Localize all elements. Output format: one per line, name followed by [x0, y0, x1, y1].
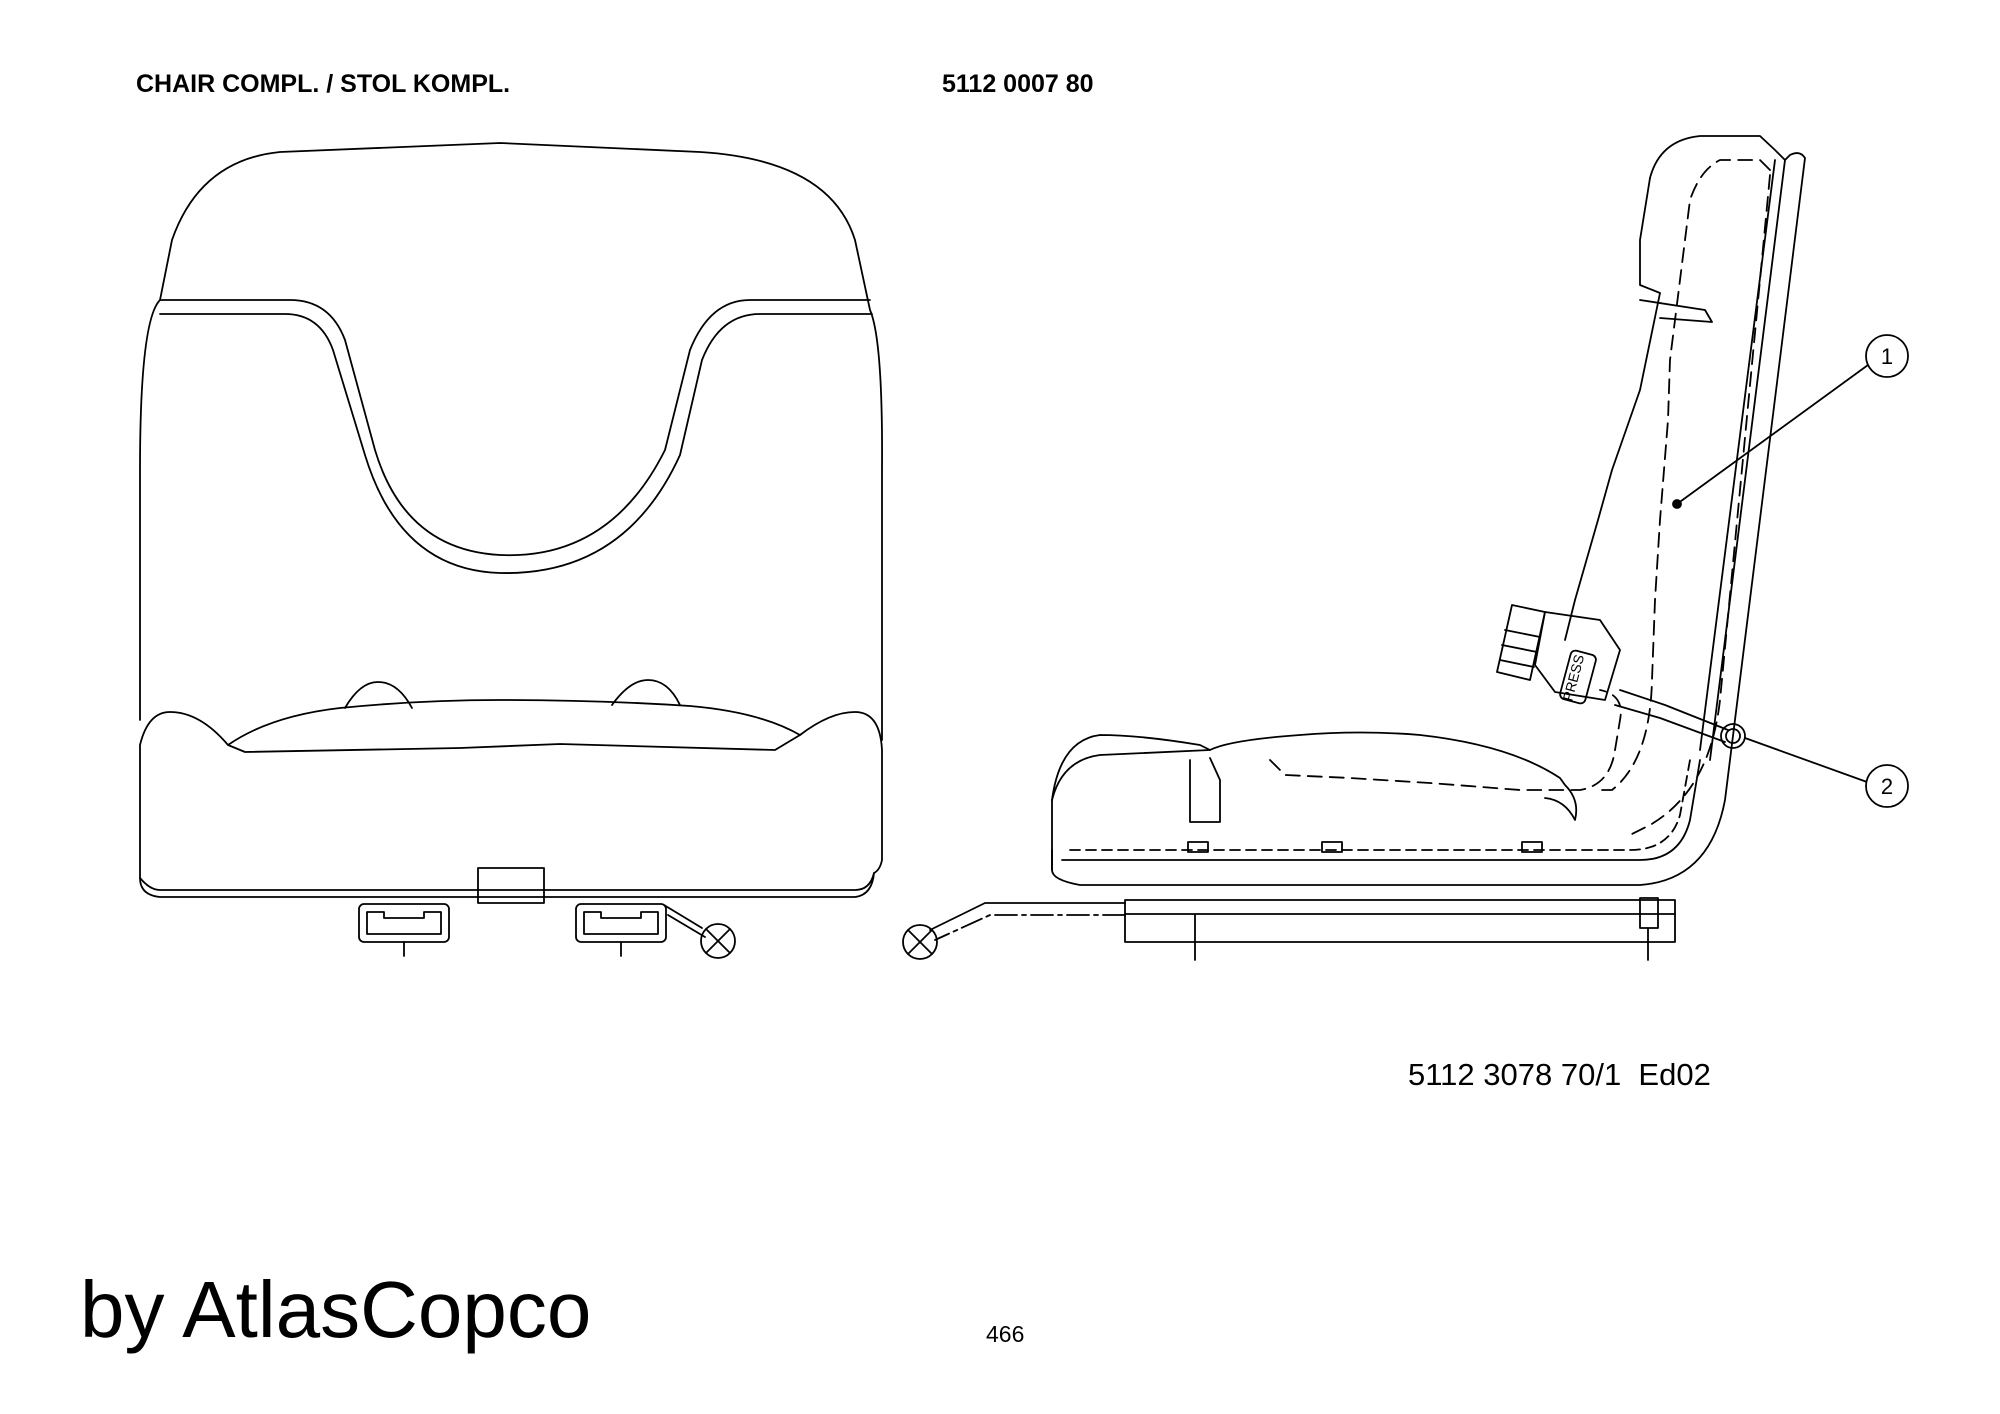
front-upper-stripe [159, 299, 871, 557]
page-title: CHAIR COMPL. / STOL KOMPL. [136, 70, 511, 98]
seatbelt-buckle: PRESS [1496, 604, 1729, 743]
front-view [139, 142, 883, 959]
front-slide-rail-left [358, 903, 450, 957]
front-seat-cushion [139, 711, 883, 898]
side-seat-cushion [1051, 731, 1578, 871]
side-view: PRESS [902, 135, 1806, 961]
side-slide-base [1124, 897, 1676, 961]
side-adjustment-lever [902, 902, 1126, 960]
callout-1: 1 [1672, 334, 1909, 509]
callout-1-label: 1 [1881, 344, 1893, 369]
anchor-bolt [1720, 723, 1746, 749]
callout-2: 2 [1744, 737, 1909, 808]
side-backrest [1051, 135, 1806, 886]
page-number: 466 [986, 1321, 1025, 1347]
front-backrest [139, 142, 883, 741]
front-slide-rail-right [575, 903, 667, 957]
brand-logo-text: by AtlasCopco [80, 1265, 592, 1354]
document-reference: 5112 3078 70/1 Ed02 [1408, 1057, 1711, 1092]
callout-2-label: 2 [1881, 774, 1893, 799]
front-adjustment-lever [663, 904, 736, 959]
part-number: 5112 0007 80 [942, 70, 1094, 98]
